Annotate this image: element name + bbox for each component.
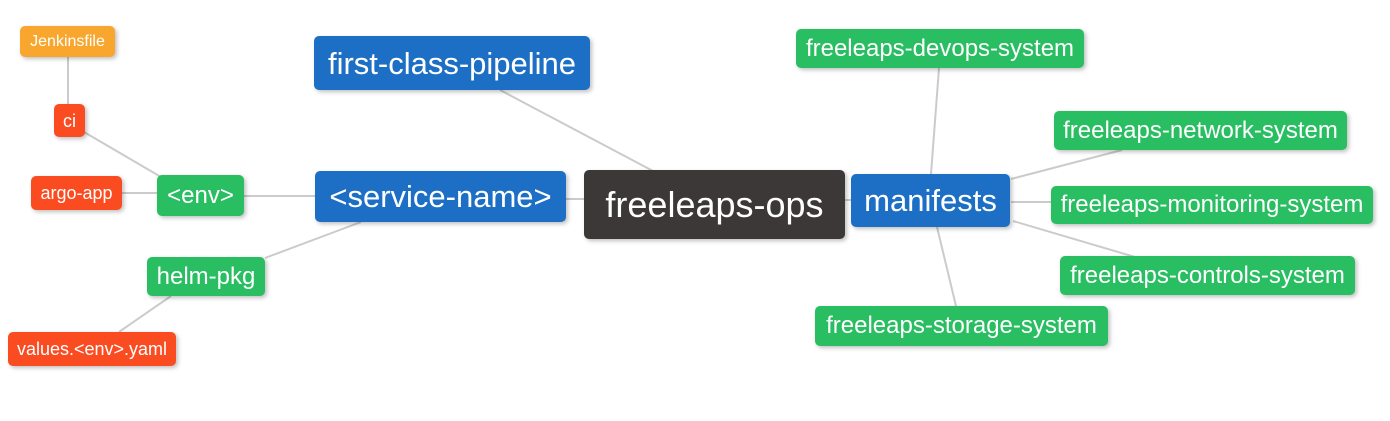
mindmap-node-env[interactable]: <env> [157, 175, 244, 216]
mindmap-node-jenkinsfile[interactable]: Jenkinsfile [20, 26, 115, 57]
mindmap-node-values-env-yaml[interactable]: values.<env>.yaml [8, 332, 176, 366]
mindmap-node-freeleaps-storage-system[interactable]: freeleaps-storage-system [815, 306, 1108, 346]
mindmap-node-argo-app[interactable]: argo-app [31, 176, 122, 210]
mindmap-node-freeleaps-controls-system[interactable]: freeleaps-controls-system [1060, 256, 1355, 295]
mindmap-node-manifests[interactable]: manifests [851, 174, 1010, 227]
mindmap-node-freeleaps-monitoring-system[interactable]: freeleaps-monitoring-system [1051, 186, 1373, 224]
mindmap-node-freeleaps-devops-system[interactable]: freeleaps-devops-system [796, 29, 1084, 68]
mindmap-node-service-name[interactable]: <service-name> [315, 171, 566, 222]
mindmap-node-ci[interactable]: ci [54, 104, 85, 137]
mindmap-node-freeleaps-network-system[interactable]: freeleaps-network-system [1054, 111, 1347, 150]
mindmap-node-freeleaps-ops[interactable]: freeleaps-ops [584, 170, 845, 239]
mindmap-node-first-class-pipeline[interactable]: first-class-pipeline [314, 36, 590, 90]
mindmap-node-helm-pkg[interactable]: helm-pkg [147, 257, 265, 296]
